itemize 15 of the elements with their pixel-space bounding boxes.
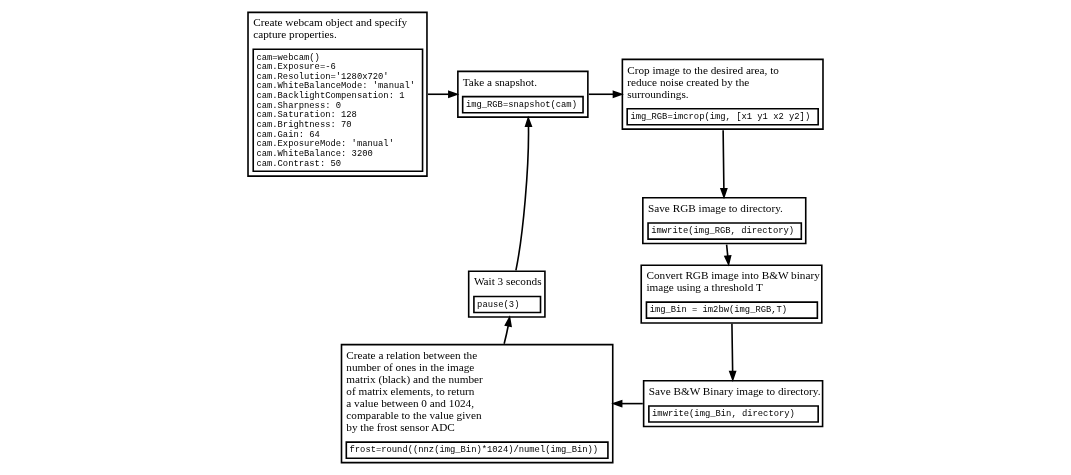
- node-box: Create a relation between the number of ones in the image matrix (black) and the number of matrix elements, to return a value between 0 and 1024, comparable to the value given by the frost sensor ADC frost=round((nnz(img_Bin)*1024)/numel(img_Bin)): [340, 343, 614, 464]
- node-box: Convert RGB image into B&W binary image using a threshold T img_Bin = im2bw(img_RGB,T): [640, 264, 823, 324]
- node-box: Crop image to the desired area, to reduce noise created by the surroundings. img_RGB=imcrop(img, [x1 y1 x2 y2]): [621, 58, 824, 130]
- arrow: [515, 115, 533, 272]
- arrow: [728, 323, 737, 383]
- arrow: [427, 90, 460, 99]
- node-box: Save B&W Binary image to directory. imwrite(img_Bin, directory): [642, 379, 824, 428]
- arrow: [503, 315, 512, 345]
- node-box: Save RGB image to directory. imwrite(img_RGB, directory): [642, 197, 807, 245]
- arrow: [611, 399, 644, 408]
- arrow: [588, 90, 624, 99]
- node-box: Take a snapshot. img_RGB=snapshot(cam): [457, 70, 589, 118]
- node-box: Wait 3 seconds pause(3): [467, 270, 546, 318]
- arrow: [719, 129, 728, 200]
- node-box: Create webcam object and specify capture properties. cam=webcam() cam.Exposure=-6 cam.Resolution='1280x720' cam.WhiteBalanceMode: 'manual' cam.BacklightCompensation: 1 cam.Sharpness: 0 cam.Saturation: 128 cam.Brightness: 70 cam.Gain: 64 cam.ExposureMode: 'manual' cam.WhiteBalance: 3200 cam.Contrast: 50: [247, 11, 428, 177]
